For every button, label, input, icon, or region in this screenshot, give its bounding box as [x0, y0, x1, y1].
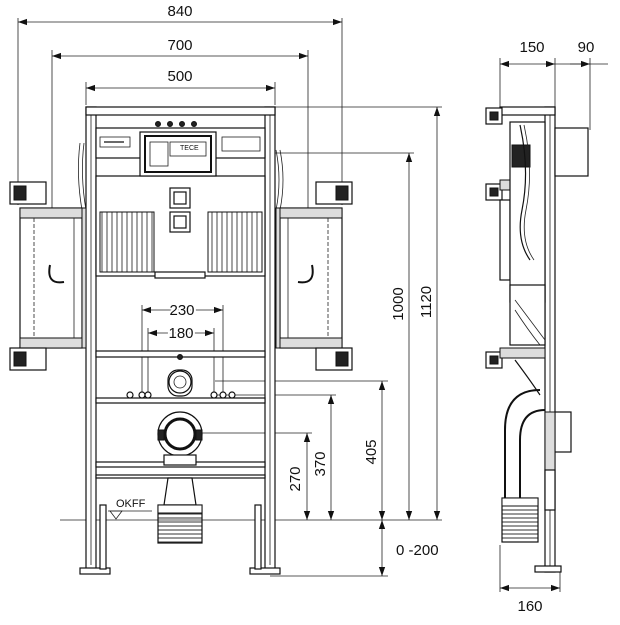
right-bracket [275, 181, 353, 371]
dim-160: 160 [517, 598, 542, 615]
dim-270: 270 [287, 466, 304, 491]
dim-840: 840 [167, 3, 192, 20]
flush-unit: TECE [78, 121, 284, 211]
drain-pipe [157, 411, 203, 544]
side-dimension-lines [500, 60, 608, 592]
side-cistern [509, 121, 546, 346]
extension-lines [17, 18, 442, 577]
okff-floor-marker: OKFF [108, 498, 152, 520]
side-frame [485, 106, 589, 573]
dim-230: 230 [169, 302, 194, 319]
dim-90: 90 [578, 39, 595, 56]
connections [126, 354, 236, 399]
dim-500: 500 [167, 68, 192, 85]
left-bracket [9, 181, 87, 371]
dim-370: 370 [312, 451, 329, 476]
okff-label: OKFF [116, 498, 146, 510]
dim-0-200: 0 -200 [396, 542, 439, 559]
brand-label: TECE [180, 145, 199, 152]
dim-405: 405 [363, 439, 380, 464]
front-view: 840 700 500 230 180 1120 1000 405 370 27… [9, 3, 442, 577]
dim-700: 700 [167, 37, 192, 54]
cistern [95, 175, 266, 279]
dim-150: 150 [519, 39, 544, 56]
dim-1120: 1120 [418, 286, 435, 318]
dim-180: 180 [168, 325, 193, 342]
side-view: 150 90 160 [485, 39, 608, 615]
side-drain [501, 359, 572, 543]
dim-1000: 1000 [390, 287, 407, 320]
